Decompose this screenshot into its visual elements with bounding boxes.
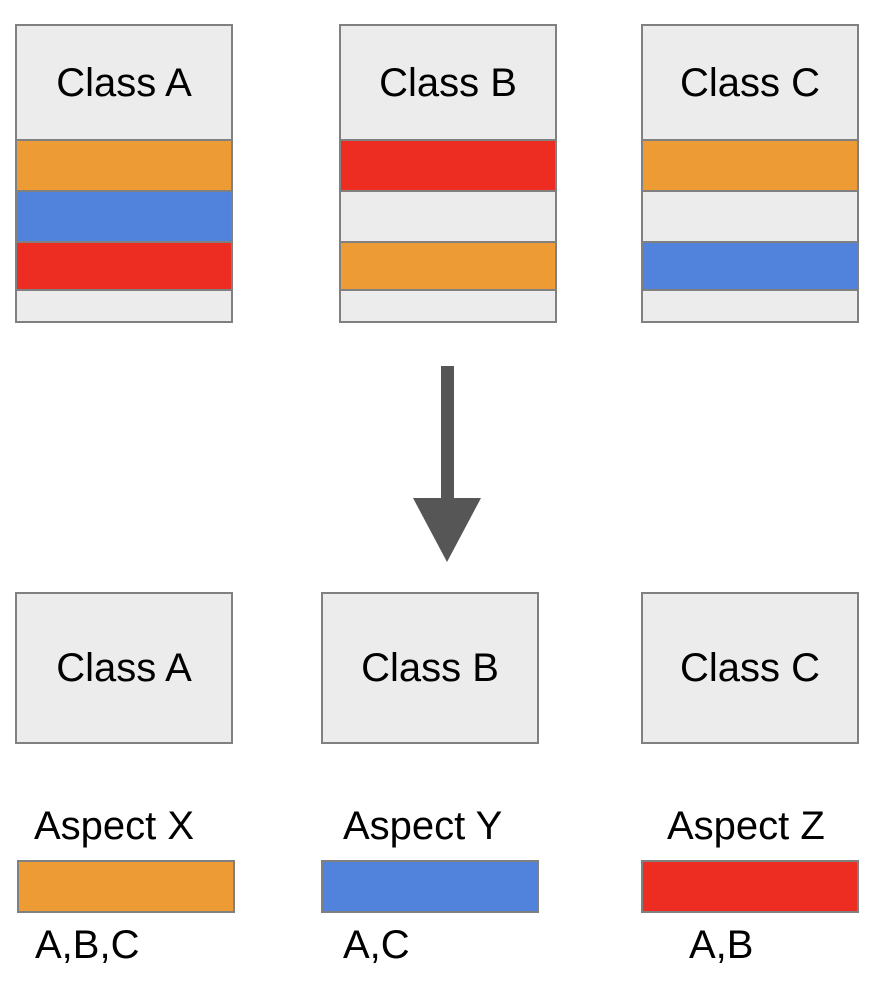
- plain-class-box-a[interactable]: Class A: [15, 592, 233, 744]
- plain-class-box-b[interactable]: Class B: [321, 592, 539, 744]
- class-box-label: Class A: [56, 60, 192, 105]
- arrow-head-icon: [413, 498, 481, 562]
- plain-class-box-c[interactable]: Class C: [641, 592, 859, 744]
- plain-class-box-label: Class C: [679, 646, 821, 690]
- class-box-label: Class C: [679, 60, 821, 105]
- stripe-empty: [341, 190, 555, 241]
- legend-label-aspect-z: Aspect Z: [667, 804, 825, 848]
- striped-class-box-b[interactable]: Class B: [339, 24, 557, 323]
- plain-class-box-label: Class B: [361, 646, 499, 690]
- stripe-aspect-y: [643, 241, 857, 289]
- legend-label-aspect-y: Aspect Y: [343, 804, 503, 848]
- legend-swatch-blue: [321, 860, 539, 913]
- stripe-aspect-x: [643, 139, 857, 190]
- stripe-aspect-x: [17, 139, 231, 190]
- stripe-empty: [643, 289, 857, 321]
- legend-swatch-orange: [17, 860, 235, 913]
- legend-members-aspect-z: A,B: [689, 923, 754, 967]
- stripe-empty: [341, 289, 555, 321]
- legend-entry-aspect-x[interactable]: Aspect X A,B,C: [17, 800, 237, 990]
- stripe-empty: [643, 190, 857, 241]
- class-box-label: Class B: [379, 60, 517, 105]
- stripe-aspect-z: [17, 241, 231, 289]
- class-box-title-band: Class B: [341, 26, 555, 139]
- legend-members-aspect-y: A,C: [343, 923, 410, 967]
- class-box-title-band: Class C: [643, 26, 857, 139]
- legend-members-aspect-x: A,B,C: [35, 923, 140, 967]
- stripe-aspect-x: [341, 241, 555, 289]
- legend-entry-aspect-z[interactable]: Aspect Z A,B: [641, 800, 861, 990]
- striped-class-box-a[interactable]: Class A: [15, 24, 233, 323]
- class-box-title-band: Class A: [17, 26, 231, 139]
- legend-swatch-red: [641, 860, 859, 913]
- plain-class-box-label: Class A: [56, 646, 192, 690]
- stripe-aspect-y: [17, 190, 231, 241]
- stripe-empty: [17, 289, 231, 321]
- legend-label-aspect-x: Aspect X: [34, 804, 195, 848]
- striped-class-box-c[interactable]: Class C: [641, 24, 859, 323]
- transformation-arrow: [403, 366, 493, 562]
- stripe-aspect-z: [341, 139, 555, 190]
- legend-entry-aspect-y[interactable]: Aspect Y A,C: [321, 800, 541, 990]
- arrow-shaft-icon: [441, 366, 454, 502]
